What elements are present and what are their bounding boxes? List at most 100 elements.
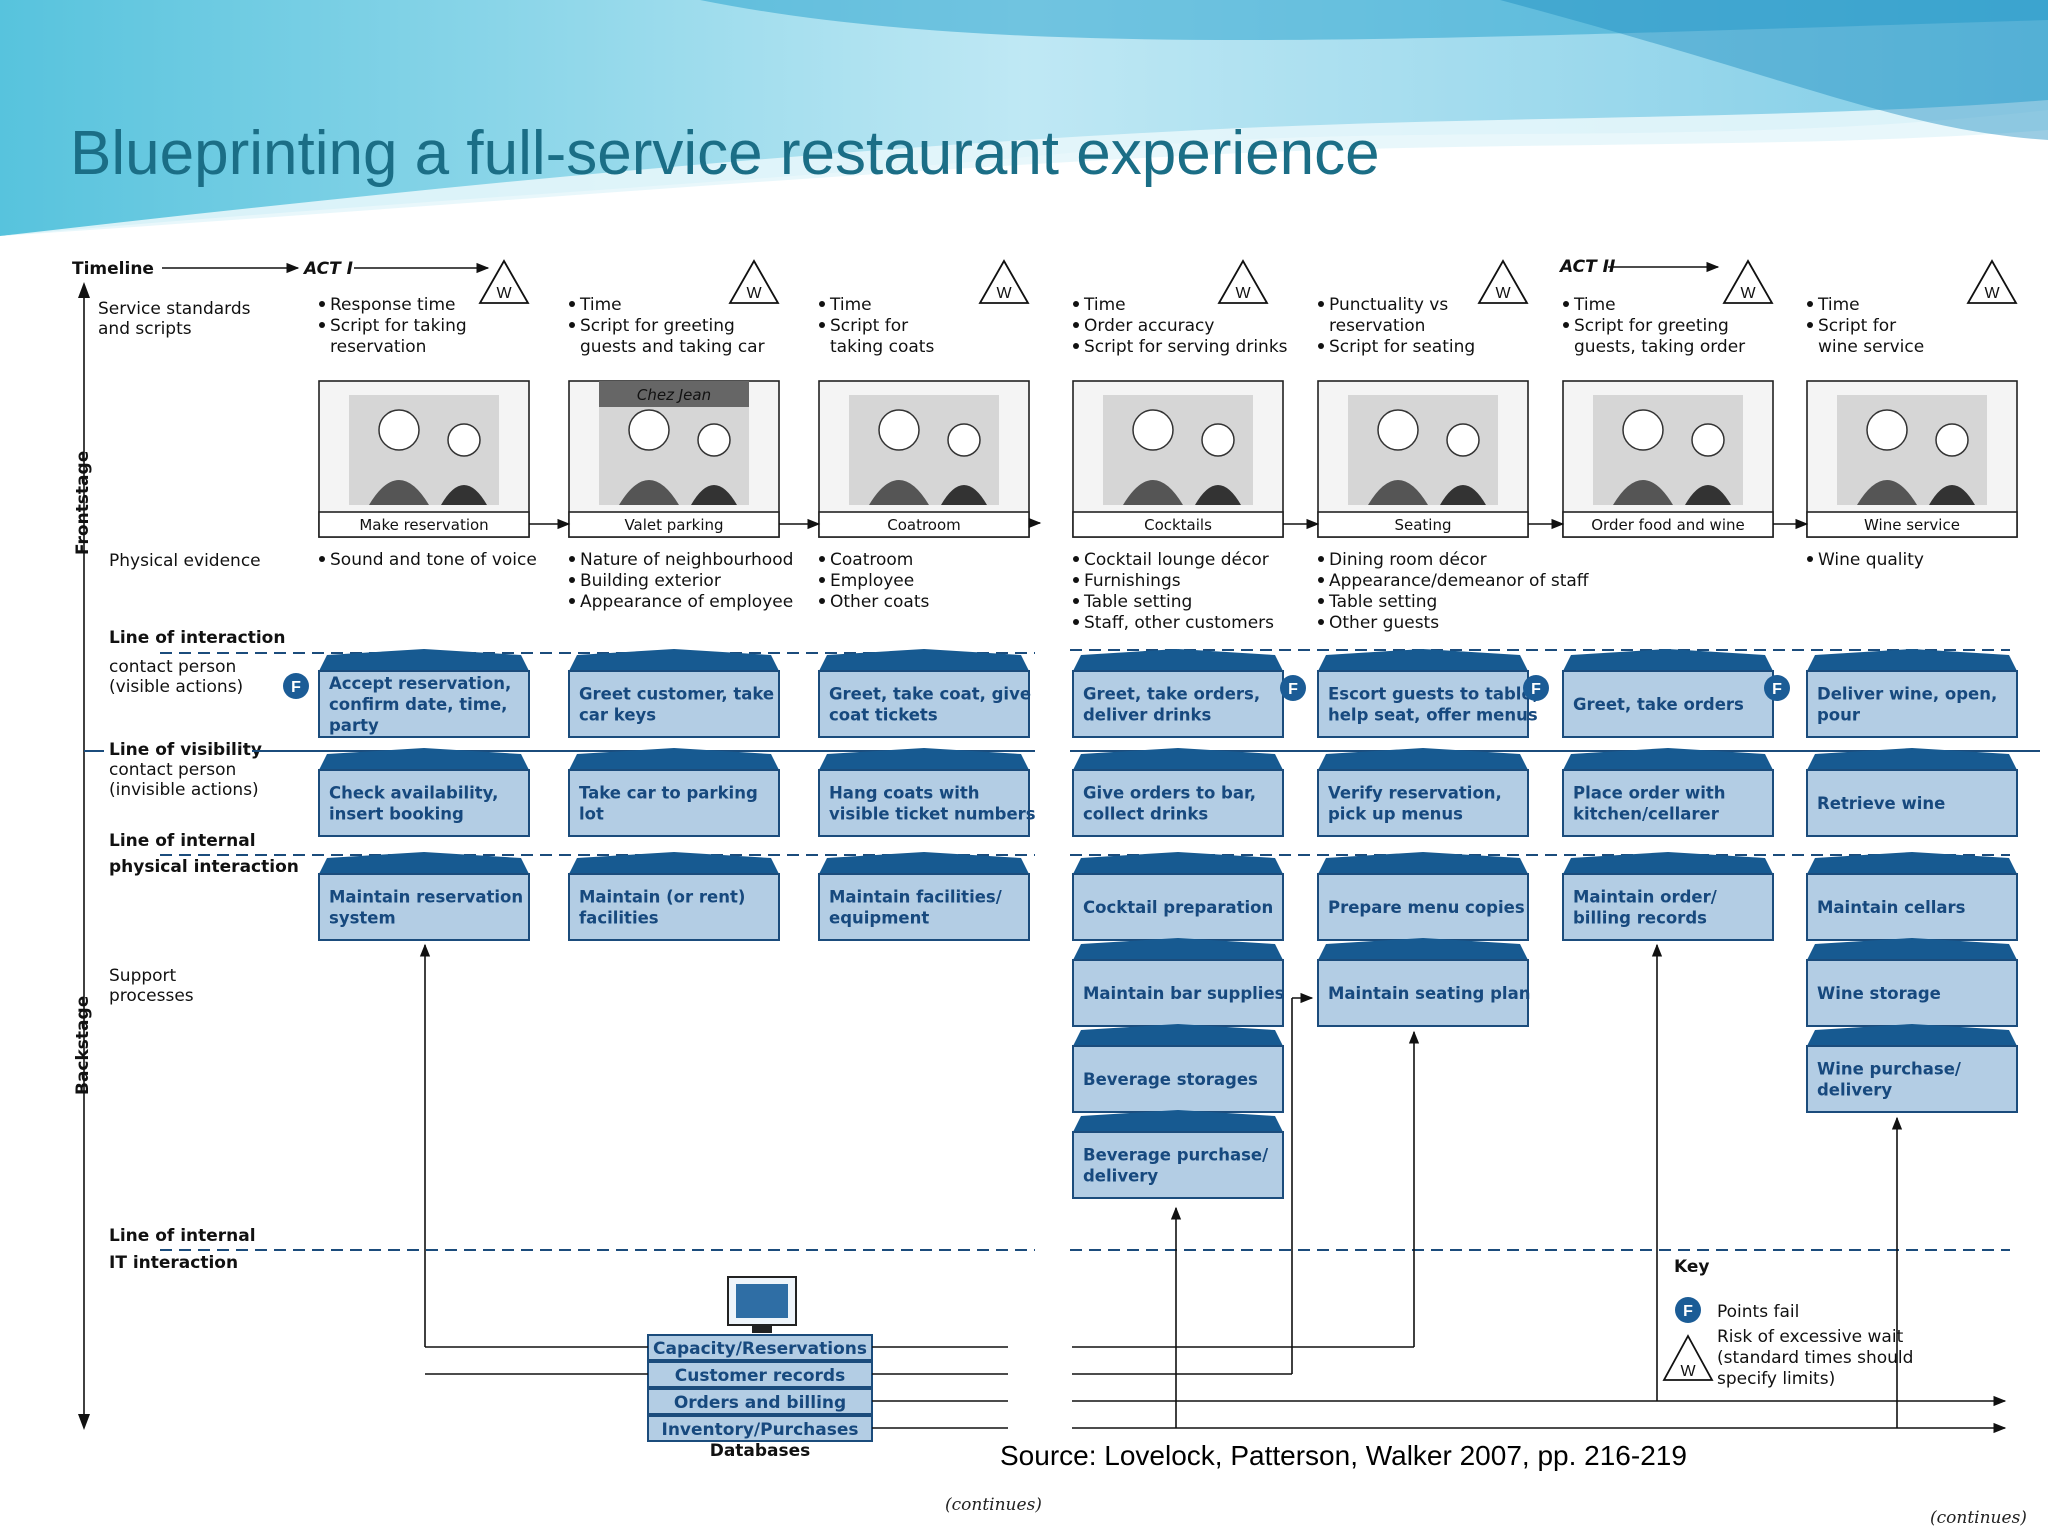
- stage-5-support-process: [1317, 959, 1529, 1027]
- continues-note: (continues): [1930, 1508, 2027, 1528]
- stage-3-figure-body: [869, 480, 929, 505]
- line-of-internal-interaction-label: Line of internal: [109, 831, 256, 851]
- stage-7-support-process-label: Wine storage: [1817, 984, 1941, 1003]
- box-roof: [1073, 852, 1283, 874]
- bullet-dot: [1318, 619, 1324, 625]
- stage-7-figure-head: [1935, 423, 1969, 457]
- physical-interaction-label: physical interaction: [109, 857, 299, 877]
- stage-5-evidence: Table setting: [1328, 592, 1437, 612]
- bullet-dot: [819, 322, 825, 328]
- stage-7-figure-body: [1929, 485, 1975, 505]
- stage-3-figure-head: [947, 423, 981, 457]
- database-item: [647, 1388, 873, 1415]
- stage-6-figure-head: [1691, 423, 1725, 457]
- line-of-visibility-label: Line of visibility: [109, 740, 262, 760]
- box-roof: [569, 852, 779, 874]
- stage-2-sign-board: [599, 381, 749, 407]
- stage-7-invisible-action-label: Retrieve wine: [1817, 794, 1945, 813]
- box-roof: [569, 649, 779, 671]
- stage-4-visible-action-label: Greet, take orders,deliver drinks: [1083, 685, 1260, 725]
- computer-stand: [752, 1325, 772, 1333]
- stage-2-visible-action: [568, 670, 780, 738]
- bullet-dot: [1318, 301, 1324, 307]
- row-label-invisible-actions: contact person(invisible actions): [109, 760, 259, 800]
- stage-7-support-process-label: Maintain cellars: [1817, 898, 1966, 917]
- stage-1-invisible-action: [318, 769, 530, 837]
- stage-5-support-process: [1317, 873, 1529, 941]
- act2-label: ACT II: [1558, 257, 1615, 277]
- bullet-dot: [1318, 577, 1324, 583]
- row-label-physical-evidence: Physical evidence: [109, 551, 261, 571]
- stage-3-support-process-label: Maintain facilities/equipment: [829, 888, 1003, 928]
- stage-4-script: Time: [1083, 295, 1126, 315]
- title-banner: [0, 0, 2048, 236]
- stage-7-support-process: [1806, 873, 2018, 941]
- stage-7-script: Time: [1817, 295, 1860, 315]
- stage-5-figure-head: [1446, 423, 1480, 457]
- wait-icon: [978, 259, 1030, 304]
- fail-point-icon: [1523, 675, 1549, 701]
- stage-7-visible-action-label: Deliver wine, open,pour: [1817, 685, 1997, 725]
- box-roof: [1563, 649, 1773, 671]
- stage-4-caption-box: [1072, 511, 1284, 538]
- box-roof: [1318, 938, 1528, 960]
- line-of-internal-it-label: Line of internal: [109, 1226, 256, 1246]
- bullet-dot: [1563, 322, 1569, 328]
- box-roof: [1073, 649, 1283, 671]
- act1-label: ACT I: [302, 259, 353, 279]
- box-roof: [1318, 649, 1528, 671]
- stage-4-caption: Cocktails: [1144, 516, 1212, 534]
- source-citation: Source: Lovelock, Patterson, Walker 2007…: [1000, 1440, 1687, 1471]
- stage-2-script: Time: [579, 295, 622, 315]
- bullet-dot: [1318, 343, 1324, 349]
- stage-4-support-process: [1072, 959, 1284, 1027]
- stage-6-invisible-action: [1562, 769, 1774, 837]
- wait-icon-label: W: [496, 285, 512, 302]
- stage-4-figure-body: [1123, 480, 1183, 505]
- bullet-dot: [1807, 322, 1813, 328]
- wait-icon: [1966, 259, 2018, 304]
- axis-arrow-up: [78, 282, 90, 298]
- box-roof: [1807, 748, 2017, 770]
- computer-screen: [736, 1284, 788, 1318]
- wait-icon: [728, 259, 780, 304]
- stage-6-support-process: [1562, 873, 1774, 941]
- wait-icon-label: W: [1740, 285, 1756, 302]
- bullet-dot: [819, 556, 825, 562]
- stage-2-figure-head: [697, 423, 731, 457]
- stage-5-invisible-action: [1317, 769, 1529, 837]
- box-roof: [1073, 748, 1283, 770]
- backstage-label: Backstage: [73, 996, 93, 1095]
- bullet-dot: [819, 577, 825, 583]
- fail-point-icon-label: F: [1288, 681, 1298, 698]
- bullet-dot: [1073, 619, 1079, 625]
- bullet-dot: [1807, 301, 1813, 307]
- stage-1-support-process: [318, 873, 530, 941]
- stage-3-visible-action: [818, 670, 1030, 738]
- stage-1-invisible-action-label: Check availability,insert booking: [329, 784, 498, 824]
- fail-point-icon-label: F: [291, 679, 301, 696]
- stage-7-support-process-label: Wine purchase/delivery: [1817, 1060, 1962, 1100]
- stage-4-figure-body: [1195, 485, 1241, 505]
- box-roof: [1563, 852, 1773, 874]
- fail-point-icon-label: F: [1772, 681, 1782, 698]
- wait-icon: [1217, 259, 1269, 304]
- wait-icon-label: W: [1984, 285, 2000, 302]
- stage-4-script: Script for serving drinks: [1084, 337, 1288, 357]
- bullet-dot: [1318, 556, 1324, 562]
- stage-4-support-process-label: Maintain bar supplies: [1083, 984, 1285, 1003]
- stage-1-figure-head: [378, 409, 420, 451]
- stage-1-figure-body: [441, 485, 487, 505]
- stage-2-figure-body: [619, 480, 679, 505]
- stage-5-caption: Seating: [1394, 516, 1451, 534]
- stage-5-script: Script for seating: [1329, 337, 1475, 357]
- stage-6-caption: Order food and wine: [1591, 516, 1744, 534]
